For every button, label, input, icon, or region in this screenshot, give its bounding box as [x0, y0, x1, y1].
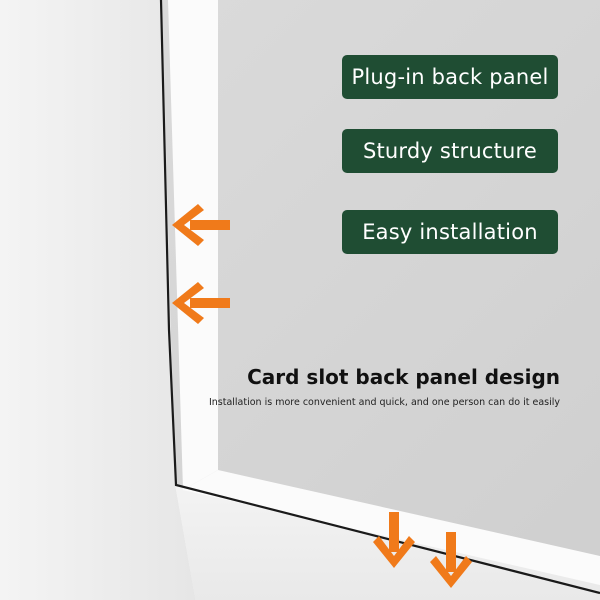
design-subline: Installation is more convenient and quic… — [208, 397, 560, 408]
slot-gap-line — [159, 0, 600, 595]
feature-badge-label: Plug-in back panel — [351, 65, 549, 89]
feature-badge-plug-in: Plug-in back panel — [342, 55, 558, 99]
feature-badge-label: Easy installation — [362, 220, 538, 244]
arrow-left-icon — [172, 204, 230, 246]
left-side-wall — [0, 0, 195, 600]
slot-frame-vertical — [168, 0, 218, 490]
bottom-shelf — [175, 485, 600, 600]
feature-badge-installation: Easy installation — [342, 210, 558, 254]
arrow-left-icon — [172, 282, 230, 324]
arrow-down-icon — [373, 512, 415, 568]
feature-badge-label: Sturdy structure — [362, 139, 538, 163]
design-headline: Card slot back panel design — [247, 365, 560, 389]
feature-badge-sturdy: Sturdy structure — [342, 129, 558, 173]
arrow-down-icon — [430, 532, 472, 588]
